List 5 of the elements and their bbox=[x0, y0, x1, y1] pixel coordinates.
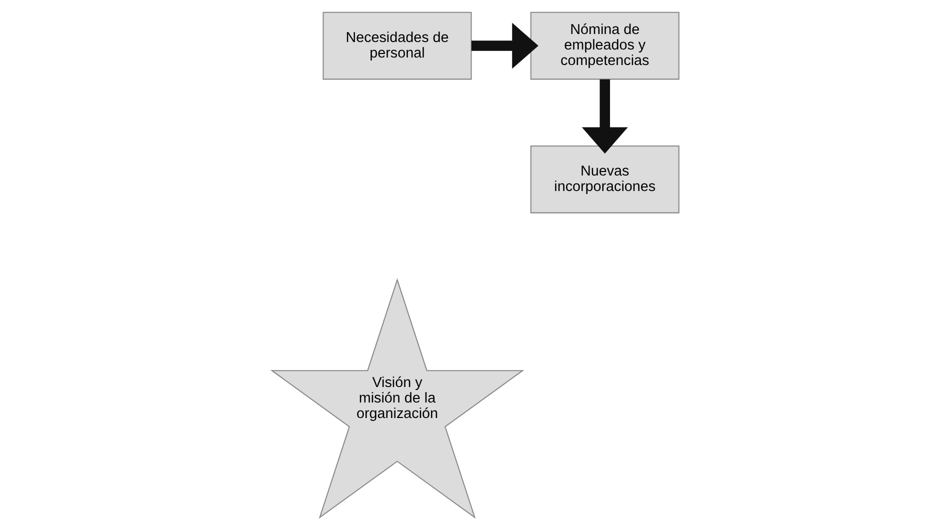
node-box: Nuevas incorporaciones bbox=[530, 145, 680, 214]
node-box: Nómina de empleados y competencias bbox=[530, 12, 680, 80]
node-box: Necesidades de personal bbox=[322, 12, 472, 80]
arrow bbox=[582, 79, 628, 154]
arrow bbox=[471, 22, 538, 69]
